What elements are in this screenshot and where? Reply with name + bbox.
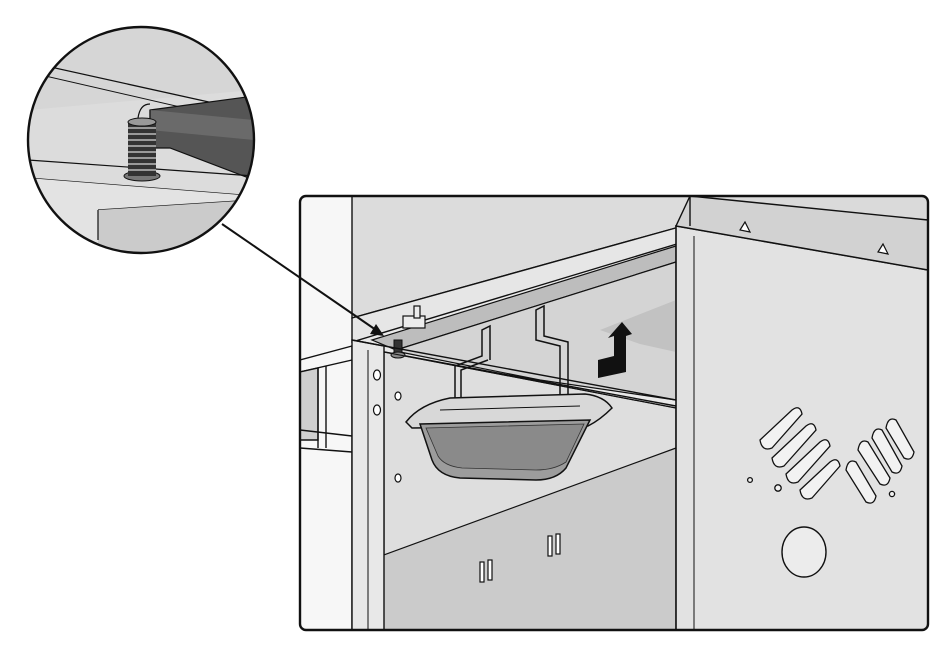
up-arrow-icon (598, 322, 632, 378)
left-rails (300, 345, 353, 453)
right-panel-top-edge (674, 196, 928, 271)
vent-slots-right (845, 418, 915, 504)
callout-detail (26, 25, 256, 255)
vent-slots-left (746, 407, 841, 500)
drip-cup (405, 393, 613, 481)
rail-fastener (390, 339, 406, 359)
top-tabs (739, 220, 890, 255)
callout-circle-outline (26, 25, 256, 255)
threaded-fastener (123, 103, 161, 182)
interior-shadow (600, 300, 676, 352)
main-view (298, 194, 930, 632)
leader-line (221, 223, 384, 336)
round-hole (781, 526, 827, 578)
post-holes (372, 369, 402, 483)
front-slots (479, 533, 561, 583)
main-view-frame (298, 194, 930, 632)
